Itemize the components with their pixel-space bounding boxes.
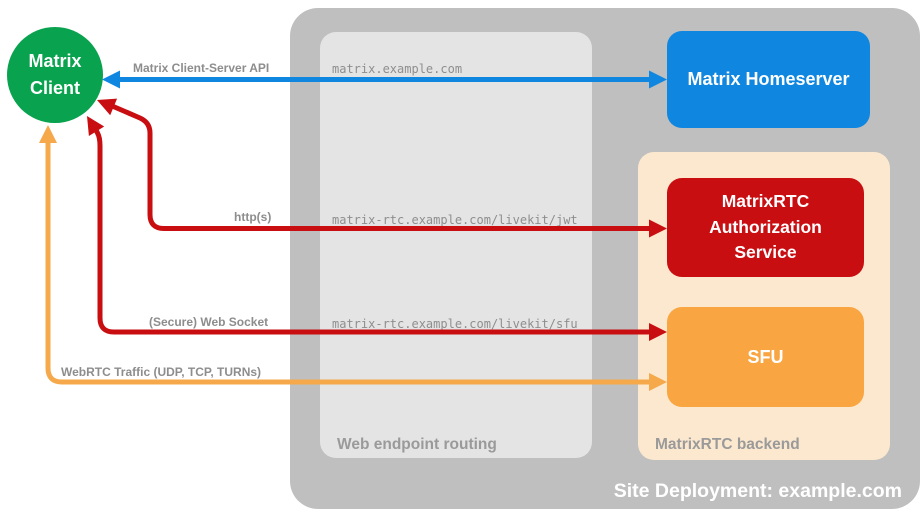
websocket-label: (Secure) Web Socket xyxy=(149,315,269,329)
matrix-homeserver-node: Matrix Homeserver xyxy=(667,31,870,128)
arrowhead-client xyxy=(87,116,105,137)
client-server-api-label: Matrix Client-Server API xyxy=(133,61,270,75)
endpoint-livekit-sfu: matrix-rtc.example.com/livekit/sfu xyxy=(332,317,578,331)
https-label: http(s) xyxy=(234,210,272,224)
site-deployment-caption: Site Deployment: example.com xyxy=(613,480,902,502)
backend-box-caption: MatrixRTC backend xyxy=(655,436,800,453)
sfu-node: SFU xyxy=(667,307,864,407)
matrix-client-node: Matrix Client xyxy=(7,27,103,123)
arrowhead-client xyxy=(39,125,57,143)
webrtc-traffic-label: WebRTC Traffic (UDP, TCP, TURNs) xyxy=(61,365,262,379)
web-endpoint-routing-box xyxy=(320,32,592,458)
endpoint-matrix: matrix.example.com xyxy=(332,62,463,76)
arrowhead-left xyxy=(102,70,120,89)
routing-box-caption: Web endpoint routing xyxy=(337,436,497,453)
endpoint-livekit-jwt: matrix-rtc.example.com/livekit/jwt xyxy=(332,213,578,227)
matrixrtc-authorization-service-node: MatrixRTC Authorization Service xyxy=(667,178,864,277)
